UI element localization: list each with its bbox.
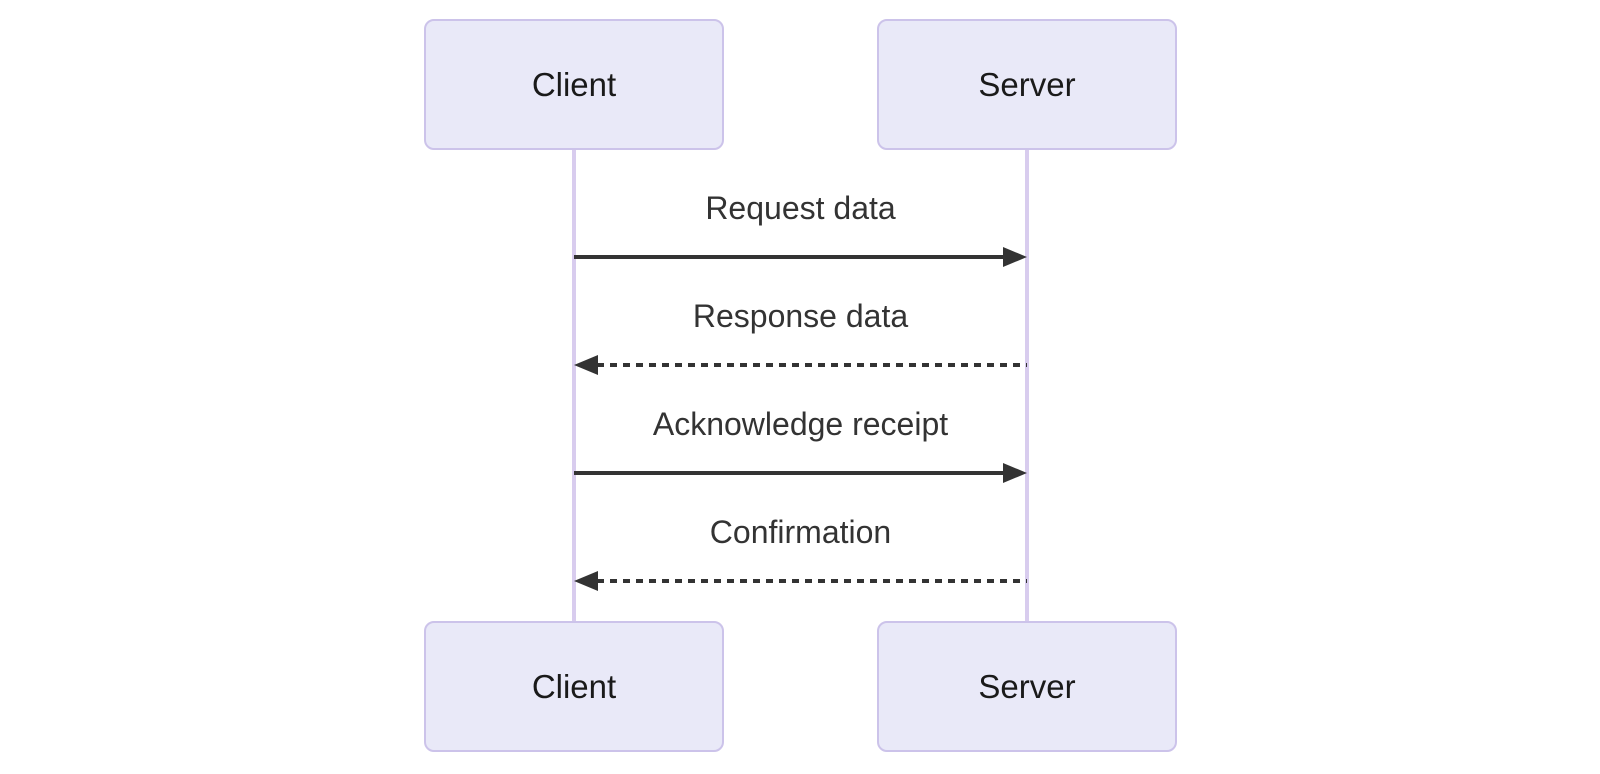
actor-label-server-top: Server <box>978 65 1076 103</box>
lifeline-client <box>572 150 576 621</box>
lifeline-server <box>1025 150 1029 621</box>
actor-label-client-bottom: Client <box>531 667 617 705</box>
message-label-response-data: Response data <box>692 298 909 334</box>
message-line-confirmation <box>597 579 1027 583</box>
message-line-request-data <box>574 255 1004 259</box>
actor-box-client-top: Client <box>424 19 724 150</box>
actor-label-client-top: Client <box>531 65 617 103</box>
actor-box-server-top: Server <box>877 19 1177 150</box>
actor-box-server-bottom: Server <box>877 621 1177 752</box>
message-label-request-data: Request data <box>705 190 896 226</box>
actor-label-server-bottom: Server <box>978 667 1076 705</box>
message-label-confirmation: Confirmation <box>709 514 892 550</box>
message-label-acknowledge-receipt: Acknowledge receipt <box>652 406 949 442</box>
arrowhead-right-icon <box>1003 247 1027 267</box>
arrowhead-left-icon <box>574 571 598 591</box>
message-line-acknowledge-receipt <box>574 471 1004 475</box>
message-line-response-data <box>597 363 1027 367</box>
arrowhead-left-icon <box>574 355 598 375</box>
arrowhead-right-icon <box>1003 463 1027 483</box>
actor-box-client-bottom: Client <box>424 621 724 752</box>
